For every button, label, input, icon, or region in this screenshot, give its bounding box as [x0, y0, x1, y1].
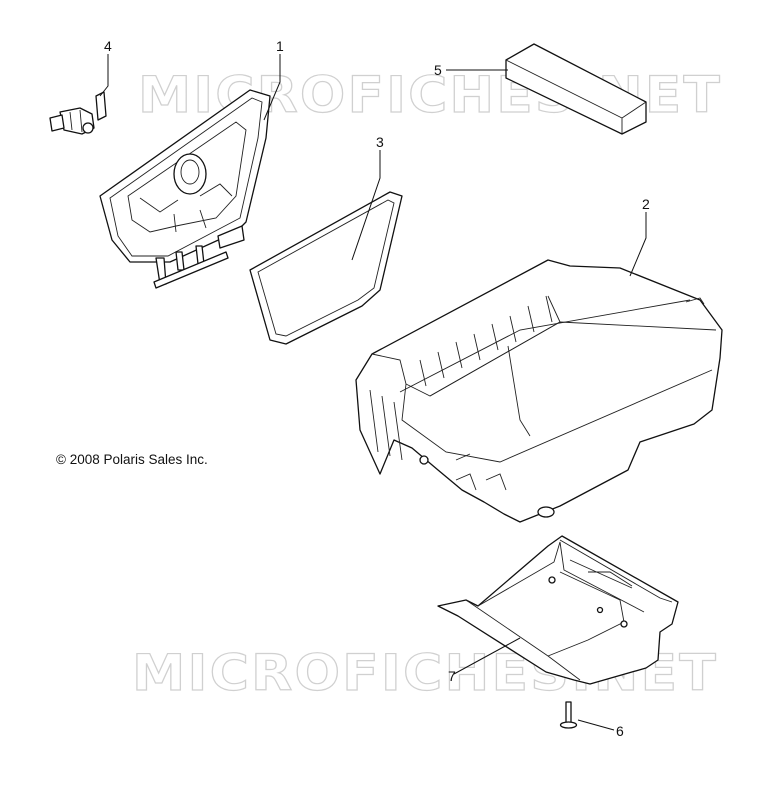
part-4-sensor	[49, 91, 107, 135]
callout-5: 5	[434, 62, 442, 78]
part-5-foam-block	[505, 43, 647, 135]
part-1-airbox-cover	[99, 89, 271, 289]
callout-2: 2	[642, 196, 650, 212]
callout-4: 4	[104, 38, 112, 54]
callout-1: 1	[276, 38, 284, 54]
part-2-airbox-housing	[355, 259, 723, 523]
copyright-notice: © 2008 Polaris Sales Inc.	[56, 452, 208, 467]
leader-lines	[99, 54, 647, 731]
callout-3: 3	[376, 134, 384, 150]
callouts: 1 2 3 4 5 6 7	[104, 38, 650, 739]
callout-7: 7	[448, 668, 456, 684]
part-6-bolt	[559, 701, 578, 729]
part-7-tray	[437, 535, 679, 685]
callout-6: 6	[616, 723, 624, 739]
part-3-gasket	[249, 191, 403, 345]
